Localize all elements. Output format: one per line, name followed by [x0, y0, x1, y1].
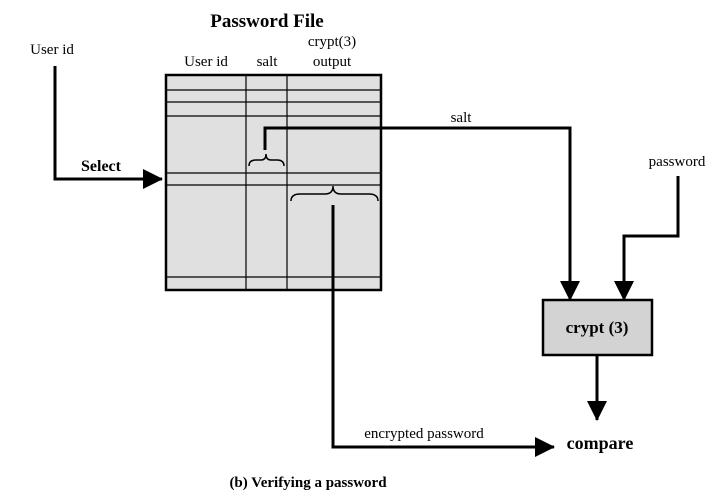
column-header-crypt-line2: output [313, 54, 352, 70]
crypt-box-label: crypt (3) [566, 318, 629, 337]
crypt-box [541, 298, 654, 357]
salt-arrow [263, 126, 580, 301]
column-header-crypt-line1: crypt(3) [308, 34, 356, 50]
select-label: Select [81, 158, 122, 175]
encrypted-password-arrow [331, 205, 555, 457]
password-file-title: Password File [210, 11, 323, 32]
select-arrow [53, 66, 163, 189]
salt-brace [248, 153, 285, 167]
user-id-input-label: User id [30, 42, 74, 58]
crypt-output-brace [290, 185, 379, 202]
password-input-label: password [649, 154, 706, 170]
column-header-user-id: User id [184, 54, 228, 70]
password-file-table [164, 73, 383, 292]
compare-label: compare [567, 433, 634, 453]
figure-caption: (b) Verifying a password [229, 475, 387, 491]
salt-path-label: salt [451, 110, 473, 126]
column-header-salt: salt [257, 54, 279, 70]
table-body [164, 73, 383, 292]
encrypted-password-label: encrypted password [364, 426, 484, 442]
password-arrow [614, 176, 680, 301]
